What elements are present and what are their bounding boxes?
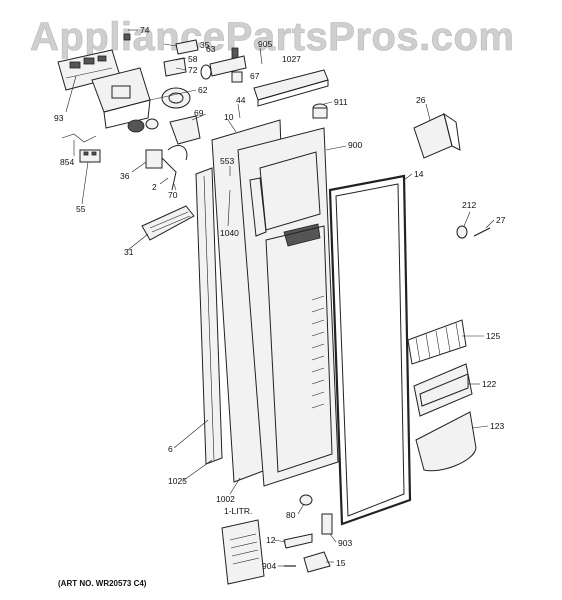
callout-70: 70	[168, 190, 178, 200]
callout-31: 31	[124, 247, 134, 257]
callout-55: 55	[76, 204, 86, 214]
callout-93: 93	[54, 113, 64, 123]
callout-1002: 1002	[216, 494, 235, 504]
small-fasteners	[456, 225, 491, 239]
ice-bucket-guide	[413, 112, 461, 159]
dispenser-switch	[145, 145, 188, 191]
door-side-trim	[195, 167, 223, 465]
callout-15: 15	[336, 558, 346, 568]
booklet-label: 1-LITR.	[224, 506, 252, 516]
callout-553: 553	[220, 156, 234, 166]
callout-6: 6	[168, 444, 173, 454]
callout-122: 122	[482, 379, 496, 389]
callout-58: 58	[188, 54, 198, 64]
callout-62: 62	[198, 85, 208, 95]
callout-10: 10	[224, 112, 234, 122]
callout-123: 123	[490, 421, 504, 431]
bottom-hardware	[283, 494, 333, 573]
callout-905: 905	[258, 39, 272, 49]
callout-854: 854	[60, 157, 74, 167]
callout-80: 80	[286, 510, 296, 520]
callout-12: 12	[266, 535, 276, 545]
callout-14: 14	[414, 169, 424, 179]
callout-35: 35	[200, 40, 210, 50]
callout-26: 26	[416, 95, 426, 105]
art-number: (ART NO. WR20573 C4)	[58, 579, 147, 588]
callout-44: 44	[236, 95, 246, 105]
callout-1040: 1040	[220, 228, 239, 238]
auger-motor	[127, 87, 201, 145]
wire-harness	[61, 133, 101, 163]
door-bin-122	[413, 363, 473, 417]
callout-36: 36	[120, 171, 130, 181]
leader-lines	[65, 29, 495, 567]
callout-69: 69	[194, 108, 204, 118]
callout-2: 2	[152, 182, 157, 192]
callout-27: 27	[496, 215, 506, 225]
door-bin-123	[415, 411, 477, 472]
callout-904: 904	[262, 561, 276, 571]
callout-labels: 74 35 58 905 1027 63 72 67 62 93 44 911 …	[54, 25, 506, 571]
dispenser-paddle	[141, 205, 195, 241]
callout-1027: 1027	[282, 54, 301, 64]
callout-900: 900	[348, 140, 362, 150]
literature-booklet	[221, 519, 265, 585]
cap-911	[312, 103, 328, 119]
top-cover-strip	[253, 69, 329, 107]
hinge-assembly	[200, 47, 263, 83]
door-liner	[237, 127, 339, 487]
callout-911: 911	[334, 97, 348, 107]
door-gasket	[328, 174, 412, 526]
callout-903: 903	[338, 538, 352, 548]
top-brackets	[123, 33, 199, 77]
callout-74: 74	[140, 25, 150, 35]
callout-67: 67	[250, 71, 260, 81]
callout-63: 63	[206, 44, 216, 54]
callout-125: 125	[486, 331, 500, 341]
callout-72: 72	[188, 65, 198, 75]
wire-door-shelf	[407, 319, 467, 365]
callout-212: 212	[462, 200, 476, 210]
callout-1025: 1025	[168, 476, 187, 486]
